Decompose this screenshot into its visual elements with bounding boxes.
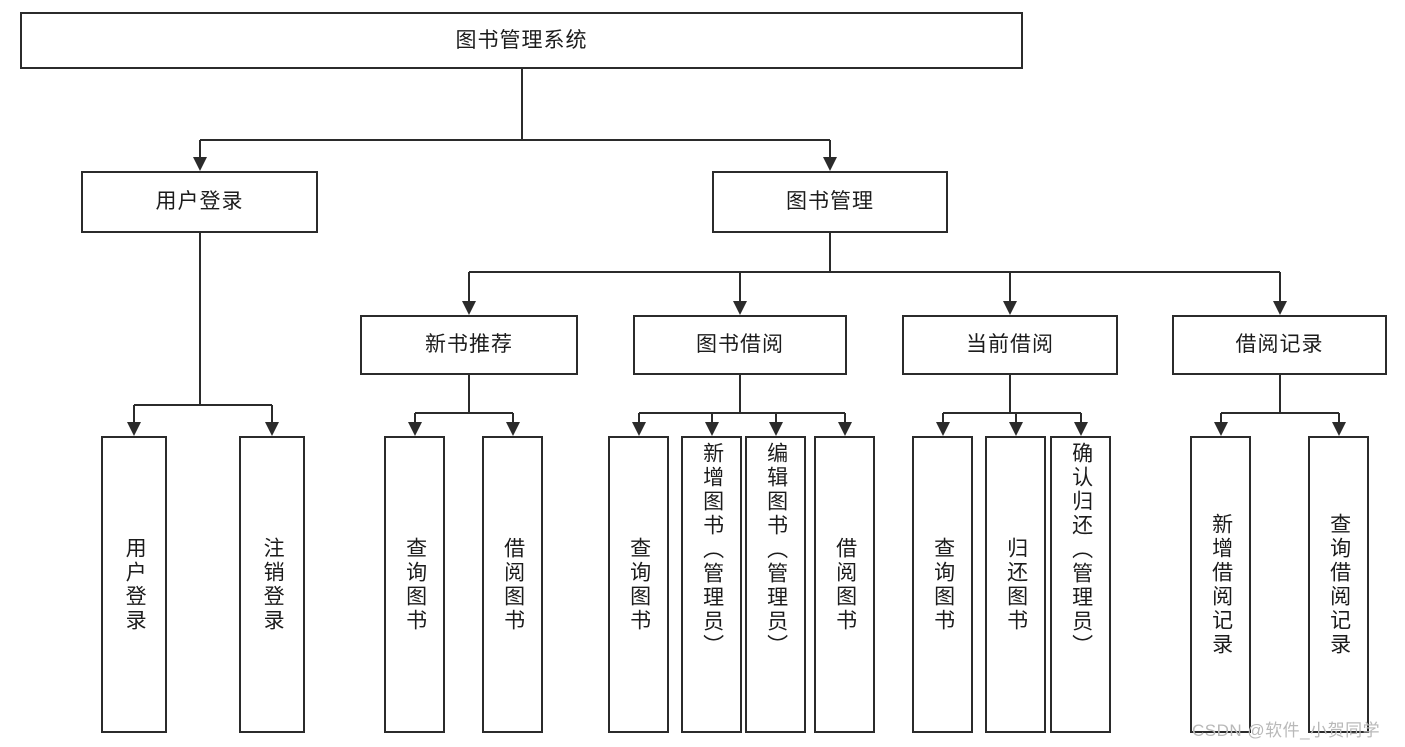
node-label: 注销登录 (261, 536, 285, 633)
connector-drop (511, 413, 514, 422)
connector-stem (198, 233, 201, 405)
node-label: 用户登录 (155, 190, 244, 214)
node-label: 当前借阅 (966, 333, 1054, 357)
connector-drop (1219, 413, 1222, 422)
connector-drop (1278, 272, 1281, 301)
node-leaf-return-book[interactable]: 归还图书 (985, 436, 1046, 733)
node-book-manage[interactable]: 图书管理 (712, 171, 948, 233)
node-label: 确认归还（管理员） (1069, 442, 1093, 658)
connector-root-bar (199, 139, 830, 141)
csdn-watermark: CSDN @软件_小贺同学 (1192, 721, 1381, 740)
node-borrow-record[interactable]: 借阅记录 (1172, 315, 1387, 375)
node-label: 查询图书 (627, 536, 651, 633)
node-label: 借阅图书 (833, 536, 857, 633)
node-label: 查询图书 (403, 536, 427, 633)
arrowhead-icon (823, 157, 837, 171)
connector-drop (133, 405, 135, 422)
arrowhead-icon (1003, 301, 1017, 315)
arrowhead-icon (192, 157, 207, 171)
connector-stem (1009, 375, 1011, 413)
node-leaf-query-book-2[interactable]: 查询图书 (608, 436, 669, 733)
arrowhead-icon (733, 301, 747, 315)
arrowhead-icon (127, 422, 141, 436)
node-user-login[interactable]: 用户登录 (81, 171, 318, 233)
arrowhead-icon (631, 422, 646, 436)
node-label: 查询图书 (931, 536, 955, 633)
arrowhead-icon (407, 422, 422, 436)
connector-drop (710, 413, 713, 422)
connector-drop (468, 272, 470, 301)
connector-drop (1009, 272, 1011, 301)
node-label: 用户登录 (123, 536, 147, 633)
node-leaf-query-record[interactable]: 查询借阅记录 (1308, 436, 1369, 733)
connector-drop (1337, 413, 1340, 422)
node-leaf-borrow-book-1[interactable]: 借阅图书 (482, 436, 543, 733)
connector-drop (843, 413, 846, 422)
node-leaf-add-record[interactable]: 新增借阅记录 (1190, 436, 1251, 733)
connector-bar (1220, 412, 1339, 414)
node-current-borrow[interactable]: 当前借阅 (902, 315, 1118, 375)
connector-bar (469, 271, 1280, 273)
node-root[interactable]: 图书管理系统 (20, 12, 1023, 69)
connector-stem (1278, 375, 1281, 413)
arrowhead-icon (1331, 422, 1346, 436)
node-leaf-query-book-1[interactable]: 查询图书 (384, 436, 445, 733)
connector-stem (829, 233, 831, 272)
node-leaf-logout[interactable]: 注销登录 (239, 436, 305, 733)
node-label: 新增借阅记录 (1209, 512, 1233, 657)
node-book-borrow[interactable]: 图书借阅 (633, 315, 847, 375)
connector-drop (941, 413, 944, 422)
arrowhead-icon (1272, 301, 1287, 315)
node-label: 归还图书 (1004, 536, 1028, 633)
connector-drop (829, 140, 831, 157)
arrowhead-icon (505, 422, 520, 436)
node-leaf-borrow-book-2[interactable]: 借阅图书 (814, 436, 875, 733)
arrowhead-icon (462, 301, 476, 315)
arrowhead-icon (704, 422, 719, 436)
connector-root-stem (520, 69, 523, 140)
node-label: 新增图书（管理员） (700, 442, 724, 658)
arrowhead-icon (1008, 422, 1023, 436)
node-leaf-query-book-3[interactable]: 查询图书 (912, 436, 973, 733)
arrowhead-icon (935, 422, 950, 436)
connector-bar (414, 412, 513, 414)
connector-drop (637, 413, 640, 422)
node-label: 图书借阅 (696, 333, 784, 357)
arrowhead-icon (1073, 422, 1088, 436)
node-leaf-confirm-return[interactable]: 确认归还（管理员） (1050, 436, 1111, 733)
connector-drop (1079, 413, 1082, 422)
connector-drop (739, 272, 741, 301)
node-label: 借阅记录 (1235, 333, 1324, 357)
connector-bar (638, 412, 845, 414)
connector-stem (468, 375, 470, 413)
node-label: 图书管理系统 (455, 28, 588, 52)
arrowhead-icon (768, 422, 783, 436)
node-leaf-user-login[interactable]: 用户登录 (101, 436, 167, 733)
node-label: 编辑图书（管理员） (764, 442, 788, 658)
connector-drop (774, 413, 777, 422)
arrowhead-icon (1213, 422, 1228, 436)
arrowhead-icon (837, 422, 852, 436)
arrowhead-icon (265, 422, 279, 436)
node-new-book-recommend[interactable]: 新书推荐 (360, 315, 578, 375)
connector-drop (271, 405, 273, 422)
connector-drop (198, 140, 201, 157)
node-label: 查询借阅记录 (1327, 512, 1351, 657)
connector-stem (739, 375, 741, 413)
node-label: 新书推荐 (425, 333, 513, 357)
connector-drop (1014, 413, 1017, 422)
connector-bar (942, 412, 1081, 414)
node-leaf-edit-book[interactable]: 编辑图书（管理员） (745, 436, 806, 733)
node-label: 借阅图书 (501, 536, 525, 633)
node-leaf-add-book[interactable]: 新增图书（管理员） (681, 436, 742, 733)
connector-bar (134, 404, 272, 406)
connector-drop (413, 413, 416, 422)
node-label: 图书管理 (786, 190, 874, 214)
